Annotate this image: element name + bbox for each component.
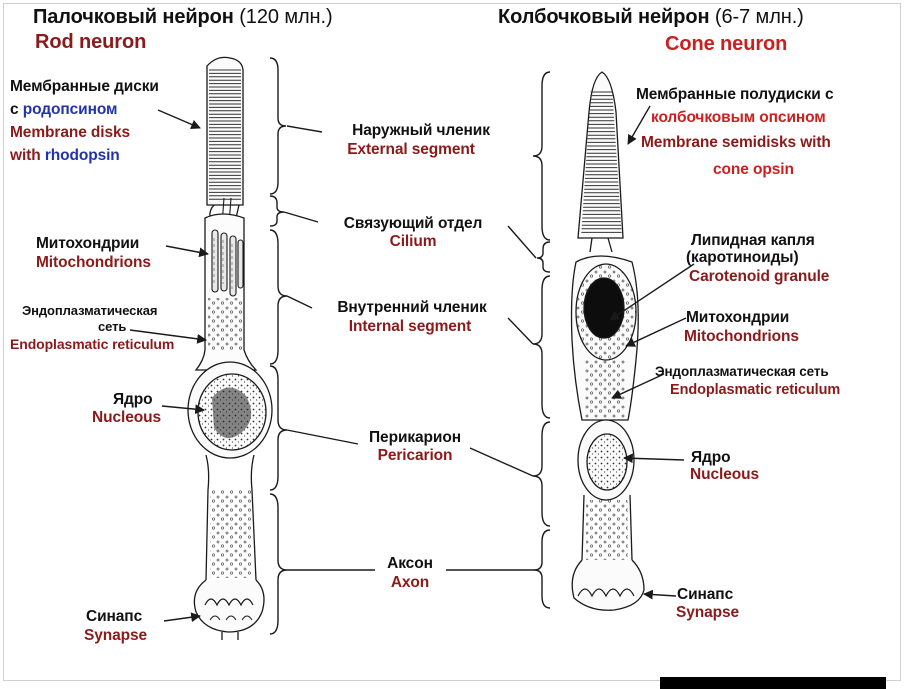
rod-disks-en-2a: with (10, 147, 45, 164)
rod-disks-en-1: Membrane disks (10, 124, 131, 141)
cone-semidisks-en-2: cone opsin (713, 161, 794, 178)
cone-semidisks-ru-1: Мембранные полудиски с (636, 86, 834, 103)
image-frame (3, 3, 901, 681)
cone-title-count: (6-7 млн.) (714, 6, 804, 28)
segment-internal-en: Internal segment (348, 318, 472, 335)
rod-mito-ru: Митохондрии (36, 235, 140, 252)
rod-bracket-axon (269, 493, 288, 635)
cone-er-ru: Эндоплазматическая сеть (655, 364, 829, 379)
cone-title-ru: Колбочковый нейрон (498, 6, 710, 28)
segment-external-ru: Наружный членик (352, 122, 490, 139)
rod-membrane-disks (209, 69, 241, 200)
cone-axon (581, 494, 633, 561)
rod-disks-ru-1: Мембранные диски (10, 78, 159, 95)
black-bar (660, 677, 886, 689)
cone-synapse (571, 559, 645, 611)
rod-disks-ru-2b: родопсином (22, 101, 118, 118)
rod-cell-drawing (187, 56, 273, 640)
cone-nucleus-ru: Ядро (691, 449, 731, 466)
rod-bracket-external (269, 57, 287, 195)
rod-er-texture (208, 298, 242, 350)
cone-lipid-droplet (583, 277, 625, 339)
cone-bracket-pericarion (532, 421, 551, 527)
cone-cilium (589, 237, 613, 253)
segment-axon-en: Axon (390, 574, 430, 591)
cone-mito-ru: Митохондрии (686, 309, 790, 326)
cone-synapse-en: Synapse (676, 604, 740, 621)
rod-er-en: Endoplasmatic reticulum (10, 336, 175, 352)
cone-nucleus-en: Nucleous (690, 466, 759, 483)
cone-outer-segment (577, 71, 624, 239)
cone-cell-drawing (570, 71, 645, 611)
rod-mitochondria (211, 229, 244, 297)
rod-synapse-ru: Синапс (86, 608, 143, 625)
cone-bracket-axon (533, 529, 551, 609)
segment-cilium-en: Cilium (389, 233, 437, 250)
cone-er-en: Endoplasmatic reticulum (670, 382, 841, 398)
rod-disks-en-2: with rhodopsin (10, 147, 120, 164)
cone-lipid-ru-2: (каротиноиды) (686, 249, 799, 266)
rod-bracket-pericarion (269, 365, 288, 491)
rod-er-ru-1: Эндоплазматическая (22, 303, 158, 318)
rod-nucleus-ru: Ядро (113, 391, 153, 408)
rod-mito-en: Mitochondrions (36, 254, 151, 271)
cone-semidisks-en-1: Membrane semidisks with (641, 134, 831, 151)
rod-title-en: Rod neuron (35, 31, 147, 53)
cone-bracket-external (532, 71, 551, 241)
cone-membrane-semidisks (581, 91, 622, 233)
rod-axon (205, 454, 257, 581)
segment-internal-ru: Внутренний членик (337, 299, 487, 316)
pointer-lines (129, 105, 695, 623)
segment-axon-ru: Аксон (387, 555, 433, 572)
cone-title-en: Cone neuron (665, 33, 788, 55)
cone-synapse-ru: Синапс (677, 586, 734, 603)
rod-synapse-en: Synapse (84, 627, 148, 644)
segment-external-en: External segment (347, 141, 475, 158)
segment-pericarion-ru: Перикарион (369, 429, 461, 446)
rod-disks-en-2b: rhodopsin (44, 147, 120, 164)
segment-pericarion-en: Pericarion (377, 447, 453, 464)
rod-title: Палочковый нейрон (120 млн.) (33, 6, 333, 28)
rod-title-count: (120 млн.) (239, 6, 333, 28)
cone-bracket-cilium (536, 241, 551, 273)
rod-bracket-internal (269, 229, 288, 365)
rod-synapse (193, 579, 265, 633)
rod-title-ru: Палочковый нейрон (33, 6, 234, 28)
cone-lipid-ru-1: Липидная капля (691, 232, 815, 249)
cone-nucleus (586, 433, 628, 491)
cone-semidisks-ru-2: колбочковым опсином (651, 109, 826, 126)
rod-bracket-cilium (269, 195, 285, 227)
cone-lipid-en: Carotenoid granule (689, 268, 830, 285)
cone-title: Колбочковый нейрон (6-7 млн.) (498, 6, 804, 28)
cone-mito-en: Mitochondrions (684, 328, 799, 345)
rod-disks-ru-2: с родопсином (10, 101, 117, 118)
cone-bracket-internal (532, 275, 551, 419)
segment-cilium-ru: Связующий отдел (343, 215, 483, 232)
rod-er-ru-2: сеть (98, 319, 127, 334)
rod-nucleus-en: Nucleous (92, 409, 161, 426)
rod-disks-ru-2a: с (10, 101, 23, 118)
